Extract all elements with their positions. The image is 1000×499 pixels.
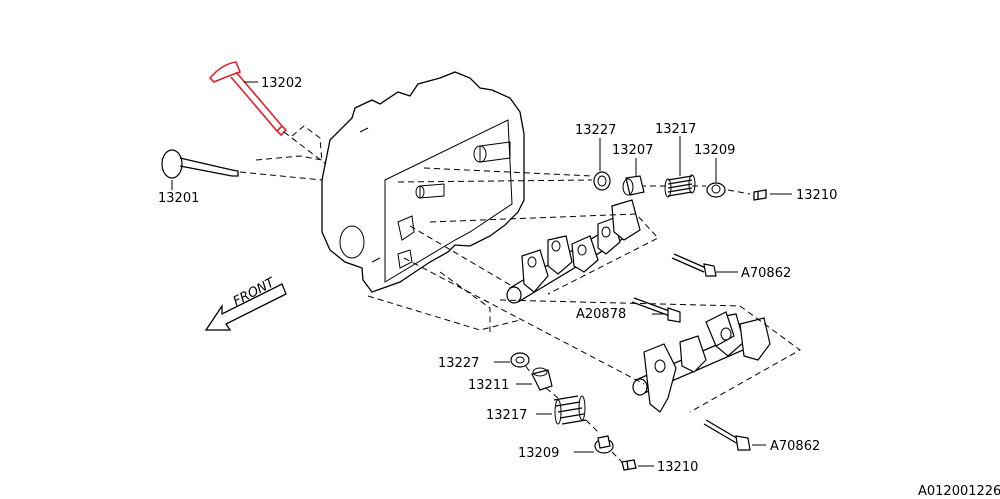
label-13227-bot[interactable]: 13227 <box>438 356 479 371</box>
label-13201[interactable]: 13201 <box>158 191 199 206</box>
guide-13211[interactable] <box>531 367 553 391</box>
diagram-code: A012001226 <box>918 484 1000 499</box>
intake-valve-13201[interactable] <box>161 149 239 179</box>
label-a20878[interactable]: A20878 <box>576 307 626 322</box>
retainer-13209-bot[interactable] <box>594 435 614 454</box>
label-13211[interactable]: 13211 <box>468 378 509 393</box>
exhaust-valve-13202[interactable] <box>208 61 288 137</box>
label-a70862-top[interactable]: A70862 <box>741 266 791 281</box>
dash-lower-shaft <box>403 257 801 413</box>
label-13210-bot[interactable]: 13210 <box>657 460 698 475</box>
spring-13217-bot[interactable] <box>553 395 587 425</box>
dash-13201 <box>239 155 323 181</box>
dash-13202 <box>283 125 327 165</box>
bolt-a70862-bot[interactable] <box>703 419 751 451</box>
label-13209-top[interactable]: 13209 <box>694 143 735 158</box>
bolt-a20878[interactable] <box>631 297 681 323</box>
spring-13217-top[interactable] <box>664 174 696 198</box>
rocker-arm-assembly-upper[interactable] <box>506 199 641 304</box>
front-arrow-icon <box>204 283 287 331</box>
label-a70862-bot[interactable]: A70862 <box>770 439 820 454</box>
label-13227-top[interactable]: 13227 <box>575 123 616 138</box>
keeper-13210-top[interactable] <box>753 189 767 201</box>
label-13202[interactable]: 13202 <box>261 76 302 91</box>
retainer-13209-top[interactable] <box>706 182 726 198</box>
seal-13227-bot[interactable] <box>510 352 530 368</box>
dash-head-lower <box>367 295 521 331</box>
seal-13227-top[interactable] <box>593 171 611 191</box>
front-label: FRONT <box>231 275 278 310</box>
lifter-13207[interactable] <box>622 175 645 196</box>
cylinder-head <box>321 71 525 293</box>
dash-head-to-seal <box>397 167 593 183</box>
label-13207[interactable]: 13207 <box>612 143 653 158</box>
label-13209-bot[interactable]: 13209 <box>518 446 559 461</box>
dash-upper-chain <box>640 185 751 195</box>
rocker-arm-assembly-lower[interactable] <box>632 311 771 413</box>
label-13217-bot[interactable]: 13217 <box>486 408 527 423</box>
dash-upper-shaft <box>409 213 659 295</box>
keeper-13210-bot[interactable] <box>621 459 637 471</box>
label-13217-top[interactable]: 13217 <box>655 122 696 137</box>
label-13210-top[interactable]: 13210 <box>796 188 837 203</box>
bolt-a70862-top[interactable] <box>671 253 717 277</box>
